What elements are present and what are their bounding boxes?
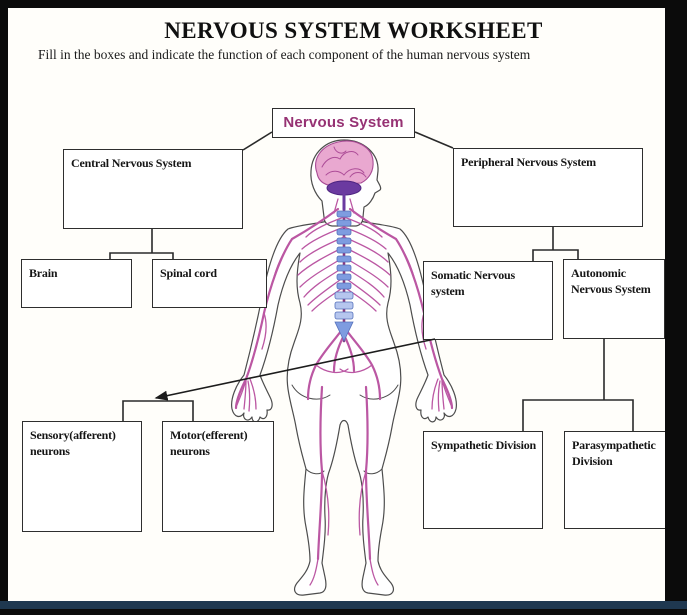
box-nervous-system: Nervous System [272,108,415,138]
link-cns-children [109,229,174,259]
box-somatic-label: Somatic Nervous system [431,268,515,298]
box-nervous-system-label: Nervous System [283,114,404,131]
box-sensory-neurons: Sensory(afferent) neurons [22,421,142,532]
box-somatic-nervous-system: Somatic Nervous system [423,261,553,340]
box-central-nervous-system: Central Nervous System [63,149,243,229]
box-brain-label: Brain [29,266,58,280]
box-peripheral-nervous-system: Peripheral Nervous System [453,148,643,227]
page-title: NERVOUS SYSTEM WORKSHEET [164,18,543,43]
box-autonomic-nervous-system: Autonomic Nervous System [563,259,665,339]
box-parasympathetic-label: Parasympathetic Division [572,438,656,468]
bottom-strip [0,601,687,609]
box-sensory-label: Sensory(afferent) neurons [30,428,116,458]
link-neuron-bracket [122,400,194,421]
box-brain: Brain [21,259,132,308]
box-spinal-cord: Spinal cord [152,259,267,308]
box-spinal-cord-label: Spinal cord [160,266,217,280]
link-pns-children [532,227,579,261]
page-subtitle: Fill in the boxes and indicate the funct… [38,47,531,62]
box-peripheral-label: Peripheral Nervous System [461,155,596,169]
worksheet-page: NERVOUS SYSTEM WORKSHEET Fill in the box… [8,8,665,601]
box-autonomic-label: Autonomic Nervous System [571,266,651,296]
box-parasympathetic-division: Parasympathetic Division [564,431,665,529]
link-autonomic-children [522,339,634,431]
box-sympathetic-division: Sympathetic Division [423,431,543,529]
box-motor-label: Motor(efferent) neurons [170,428,248,458]
box-motor-neurons: Motor(efferent) neurons [162,421,274,532]
box-central-label: Central Nervous System [71,156,192,170]
box-sympathetic-label: Sympathetic Division [431,438,537,452]
